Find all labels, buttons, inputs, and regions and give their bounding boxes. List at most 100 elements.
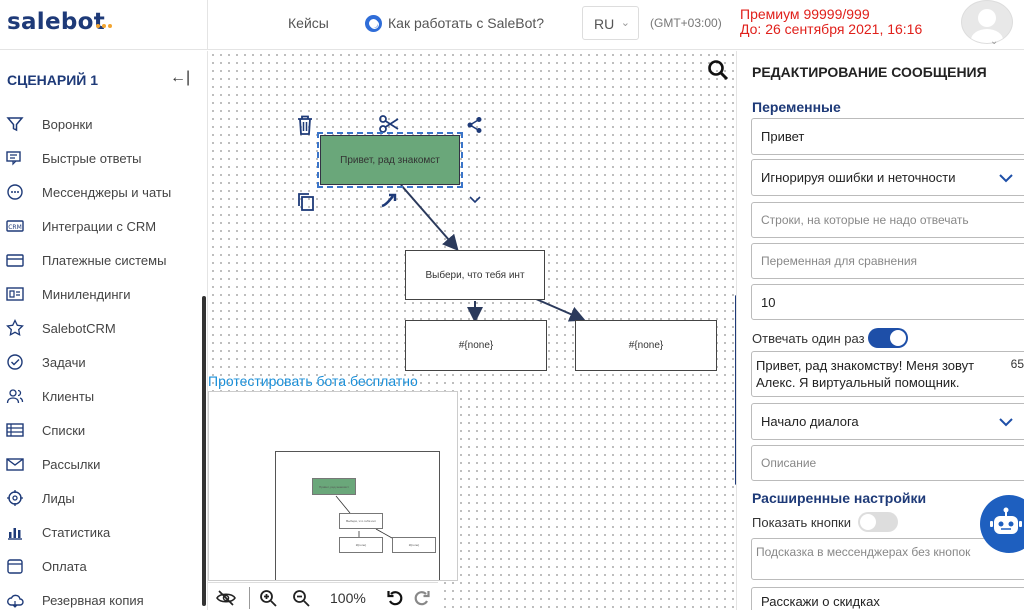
target-icon [6,489,24,507]
chart-icon [6,523,24,541]
search-icon[interactable] [707,59,729,81]
sidebar-scrollbar[interactable] [202,296,206,606]
premium-status: Премиум 99999/999 До: 26 сентября 2021, … [740,7,922,37]
divider [249,587,250,609]
show-buttons-label: Показать кнопки [752,515,851,530]
flow-node-none-left[interactable]: #{none} [405,320,547,371]
sidebar-item-lists[interactable]: Списки [0,417,200,447]
description-input[interactable]: Описание [751,445,1024,481]
message-text: Привет, рад знакомству! Меня зовут Алекс… [756,358,975,390]
list-icon [6,421,24,439]
sidebar-item-mailings[interactable]: Рассылки [0,451,200,481]
nav-help-link[interactable]: Как работать с SaleBot? [388,15,545,31]
sidebar-item-payment[interactable]: Оплата [0,553,200,583]
sidebar-item-salebotcrm[interactable]: SalebotCRM [0,315,200,345]
flow-canvas[interactable]: Привет, рад знакомст Выбери, что тебя ин… [209,51,735,610]
scissors-icon[interactable] [379,115,399,133]
crm-icon: CRM [6,217,24,235]
chevron-down-icon[interactable]: ⌄ [990,36,999,47]
number-input[interactable]: 10 [751,284,1024,320]
sidebar-item-quick-replies[interactable]: Быстрые ответы [0,145,200,175]
sidebar: СЦЕНАРИЙ 1 ←| Воронки Быстрые ответы Мес… [0,51,208,610]
chevron-down-icon [999,417,1013,426]
sidebar-item-label: SalebotCRM [42,321,116,336]
language-select[interactable]: RU ⌄ [582,6,639,40]
redo-icon[interactable] [412,589,430,607]
message-char-count: 65 [1010,357,1024,371]
logo[interactable]: salebot [0,0,208,50]
show-buttons-toggle[interactable] [858,512,898,532]
sidebar-item-label: Статистика [42,525,111,540]
flow-node-greeting[interactable]: Привет, рад знакомст [317,132,463,188]
flow-node-choice[interactable]: Выбери, что тебя инт [405,250,545,300]
node-text: #{none} [458,340,494,351]
sidebar-item-backup[interactable]: Резервная копия [0,587,200,610]
minimap-viewport[interactable] [275,451,440,580]
sidebar-item-payments[interactable]: Платежные системы [0,247,200,277]
message-type-value: Начало диалога [761,414,859,429]
test-bot-link[interactable]: Протестировать бота бесплатно [208,373,418,389]
sidebar-item-tasks[interactable]: Задачи [0,349,200,379]
sidebar-item-label: Рассылки [42,457,101,472]
sidebar-item-leads[interactable]: Лиды [0,485,200,515]
sidebar-item-messengers[interactable]: Мессенджеры и чаты [0,179,200,209]
avatar[interactable] [961,0,1013,44]
star-icon [6,319,24,337]
svg-text:CRM: CRM [8,224,22,231]
advanced-settings-title: Расширенные настройки [752,490,927,506]
chevron-down-icon[interactable] [468,195,482,205]
trigger-input[interactable]: Привет [751,118,1024,155]
chevron-down-icon [999,173,1013,182]
hint-textarea[interactable]: Подсказка в мессенджерах без кнопок [751,538,1024,580]
connect-arrow-icon[interactable] [379,191,399,209]
number-value: 10 [761,294,776,310]
exclude-lines-input[interactable]: Строки, на которые не надо отвечать [751,202,1024,238]
minimap-node: #{none} [392,537,436,553]
sidebar-item-label: Минилендинги [42,287,131,302]
sidebar-item-funnels[interactable]: Воронки [0,111,200,141]
zoom-in-icon[interactable] [259,589,277,607]
node-text: Привет, рад знакомст [340,154,440,166]
sidebar-item-crm[interactable]: CRM Интеграции с CRM [0,213,200,243]
nav-cases-link[interactable]: Кейсы [288,15,329,31]
logo-dots [96,24,112,28]
message-textarea[interactable]: Привет, рад знакомству! Меня зовут Алекс… [751,351,1024,397]
check-circle-icon [6,353,24,371]
panel-title: РЕДАКТИРОВАНИЕ СООБЩЕНИЯ [752,64,987,80]
scenario-title: СЦЕНАРИЙ 1 [7,72,99,88]
minimap-node-text: #{none} [355,543,367,547]
lifebuoy-icon [365,15,382,32]
premium-plan: Премиум 99999/999 [740,6,870,22]
sidebar-item-statistics[interactable]: Статистика [0,519,200,549]
sidebar-item-label: Клиенты [42,389,95,404]
node-text: #{none} [628,340,664,351]
share-icon[interactable] [466,116,484,134]
undo-icon[interactable] [387,589,405,607]
premium-expiry: До: 26 сентября 2021, 16:16 [740,21,923,37]
sidebar-item-label: Воронки [42,117,93,132]
chat-bot-button[interactable] [980,495,1024,553]
variables-title: Переменные [752,99,841,115]
message-type-select[interactable]: Начало диалога [751,403,1024,440]
trigger-value: Привет [761,129,805,144]
minimap-node: #{none} [339,537,383,553]
top-header: salebot Кейсы Как работать с SaleBot? RU… [0,0,1024,50]
button-text-input[interactable]: Расскажи о скидках [751,587,1024,610]
flow-node-none-right[interactable]: #{none} [575,320,717,371]
trash-icon[interactable] [295,114,315,136]
hide-minimap-icon[interactable] [216,589,236,607]
message-editor-panel: РЕДАКТИРОВАНИЕ СООБЩЕНИЯ Переменные Прив… [736,51,1024,610]
sidebar-item-landings[interactable]: Минилендинги [0,281,200,311]
copy-icon[interactable] [297,192,315,212]
collapse-sidebar-icon[interactable]: ←| [170,69,191,86]
hint-placeholder: Подсказка в мессенджерах без кнопок [756,545,971,559]
compare-variable-input[interactable]: Переменная для сравнения [751,243,1024,279]
reply-once-toggle[interactable] [868,328,908,348]
zoom-toolbar: 100% [208,582,438,610]
zoom-out-icon[interactable] [292,589,310,607]
sidebar-item-clients[interactable]: Клиенты [0,383,200,413]
match-mode-select[interactable]: Игнорируя ошибки и неточности [751,159,1024,196]
compare-variable-placeholder: Переменная для сравнения [761,254,918,268]
minimap[interactable]: Привет, рад знакомст Выбери, что тебя ин… [208,391,458,581]
sidebar-item-label: Интеграции с CRM [42,219,157,234]
